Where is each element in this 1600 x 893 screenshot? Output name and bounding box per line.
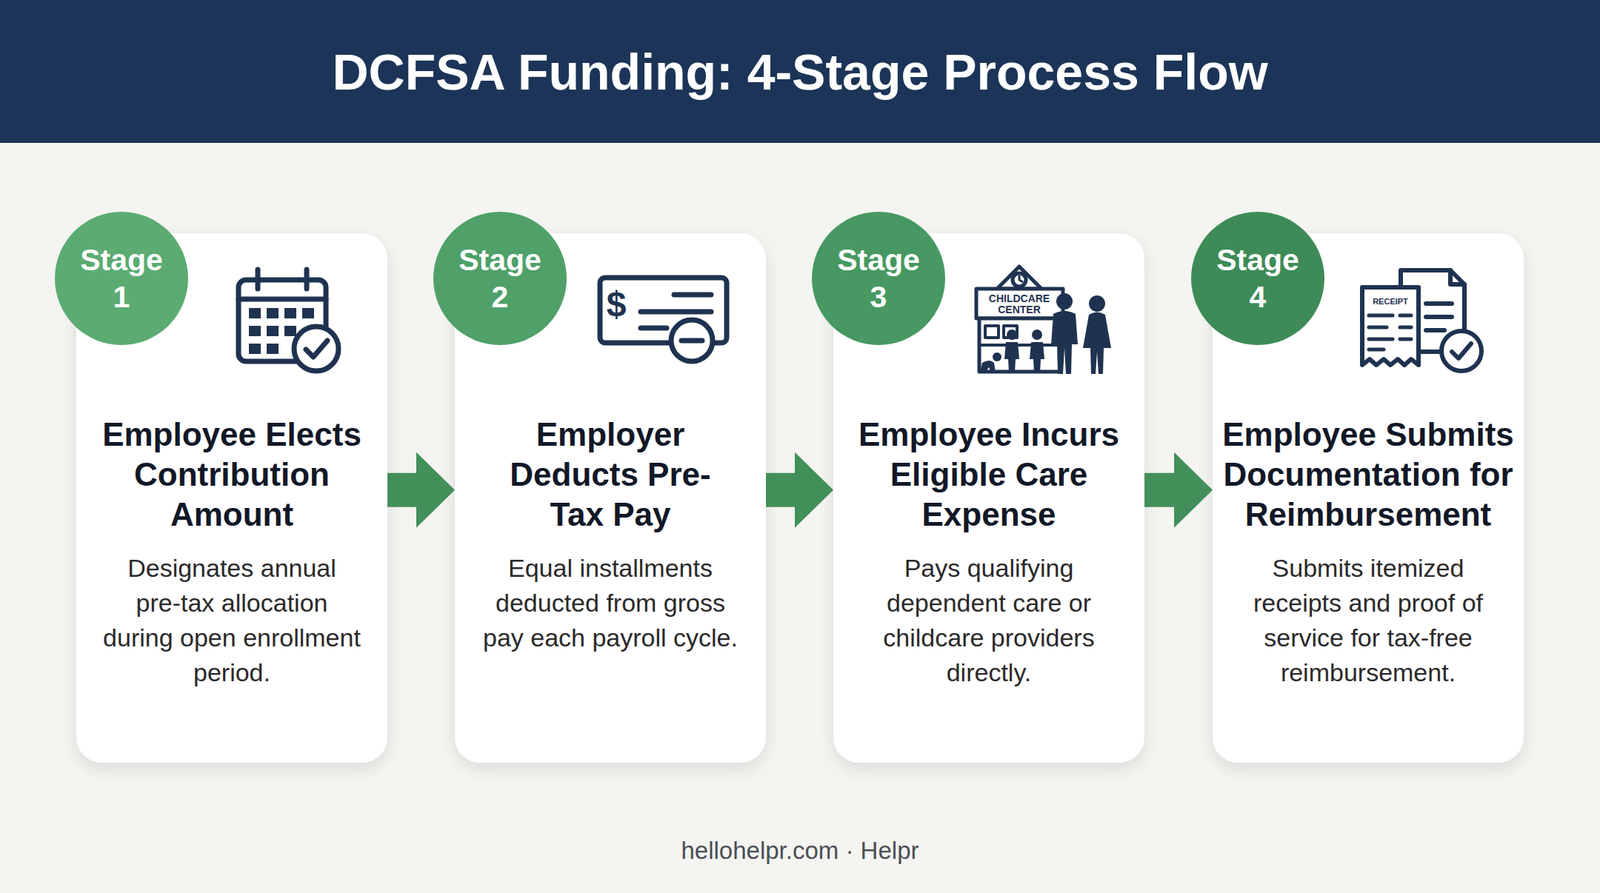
icon-text: CHILDCARE CENTER <box>982 293 1057 316</box>
receipt-icon-part <box>1451 343 1472 359</box>
stage-heading: Employer Deducts Pre-Tax Pay <box>491 414 729 535</box>
childcare-icon-part-part <box>1029 342 1045 373</box>
childcare-icon-part <box>985 325 999 338</box>
childcare-icon-part <box>980 293 1112 375</box>
stage-number: Stage 3 <box>832 241 926 316</box>
calendar-icon <box>238 269 339 372</box>
calendar-icon-part-part <box>248 343 261 355</box>
receipt-icon-part <box>1450 270 1465 285</box>
childcare-icon-part-part <box>980 360 996 373</box>
stage-circle-fill <box>54 211 189 346</box>
flow-arrow <box>765 452 834 529</box>
stage-circle-fill <box>433 211 567 346</box>
receipt-icon-part-part <box>1368 348 1384 352</box>
childcare-icon-part-part <box>1006 329 1018 340</box>
stage-circle-shape <box>1191 211 1325 346</box>
calendar-icon-part-part <box>284 325 297 337</box>
cheque-icon-part <box>640 309 712 315</box>
stage-number: Stage 4 <box>1211 241 1305 316</box>
childcare-icon-part <box>979 343 1060 347</box>
stage-circle-shape <box>811 211 946 346</box>
receipt-icon-part-part <box>1400 337 1412 342</box>
diagram-title: DCFSA Funding: 4-Stage Process Flow <box>331 42 1268 101</box>
calendar-icon-part-part <box>266 325 279 337</box>
receipt-icon-part-part <box>1368 337 1393 342</box>
childcare-icon <box>976 266 1112 375</box>
calendar-icon-part <box>304 269 310 289</box>
calendar-icon-part <box>255 269 261 289</box>
process-card: Employee Elects Contribution AmountDesig… <box>76 233 388 763</box>
receipt-icon-part-part <box>1400 325 1412 330</box>
icon-text: RECEIPT <box>1363 297 1418 306</box>
stage-heading: Employee Elects Contribution Amount <box>85 414 379 535</box>
childcare-icon-part-part <box>1082 312 1112 375</box>
stage-circle: Stage 3 <box>811 211 946 346</box>
flow-arrow <box>1144 452 1213 529</box>
childcare-icon-part <box>976 288 1063 319</box>
flow-arrow <box>387 452 455 529</box>
stage-description: Submits itemized receipts and proof of s… <box>1238 551 1498 691</box>
cheque-icon-part <box>674 292 712 298</box>
childcare-icon-part-part <box>1056 293 1073 310</box>
receipt-icon-part <box>1425 328 1445 333</box>
icon-text: $ <box>601 284 632 325</box>
calendar-icon-part-part <box>248 308 261 319</box>
calendar-icon-part-part <box>266 308 279 319</box>
header-band: DCFSA Funding: 4-Stage Process Flow <box>0 0 1600 143</box>
stage-circle-fill <box>811 211 946 346</box>
stage-description: Pays qualifying dependent care or childc… <box>859 551 1119 691</box>
stage-circle: Stage 1 <box>54 211 189 346</box>
stage-description: Equal installments deducted from gross p… <box>480 551 740 656</box>
stage-description: Designates annual pre-tax allocation dur… <box>102 551 362 691</box>
calendar-icon-part <box>294 326 339 372</box>
stage-circle: Stage 4 <box>1191 211 1325 346</box>
receipt-icon-part-part <box>1368 325 1387 330</box>
stage-heading: Employee Incurs Eligible Care Expense <box>842 414 1136 535</box>
childcare-icon-part <box>1019 275 1023 283</box>
stage-circle-shape <box>54 211 189 346</box>
childcare-icon-part-part <box>992 352 1002 362</box>
footer-credit: hellohelpr.com · Helpr <box>577 836 1023 866</box>
childcare-icon-part-part <box>1088 295 1106 312</box>
calendar-icon-part-part <box>284 308 297 319</box>
childcare-icon-part-part <box>1051 311 1078 375</box>
receipt-icon-part <box>1362 287 1419 366</box>
stage-number: Stage 2 <box>454 241 547 316</box>
cheque-icon-part <box>671 320 713 362</box>
stage-circle-fill <box>1191 211 1325 346</box>
receipt-icon <box>1362 270 1482 372</box>
receipt-icon-part <box>1425 314 1452 320</box>
receipt-icon-part <box>1368 315 1412 350</box>
childcare-icon-part <box>997 266 1042 289</box>
childcare-icon-part-part <box>1031 329 1043 340</box>
calendar-icon-part <box>238 297 326 303</box>
receipt-icon-part-part <box>1400 314 1412 318</box>
stage-circle-shape <box>433 211 567 346</box>
stage-heading: Employee Submits Documentation for Reimb… <box>1216 414 1520 535</box>
receipt-icon-part <box>1441 331 1482 372</box>
calendar-icon-part-part <box>302 308 315 319</box>
receipt-icon-part-part <box>1368 314 1393 318</box>
cheque-icon <box>600 277 727 362</box>
cheque-icon-part <box>640 325 667 332</box>
childcare-icon-part <box>1012 273 1026 287</box>
calendar-icon-part <box>305 340 328 358</box>
cheque-icon-part <box>681 338 703 344</box>
childcare-icon-part-part <box>1004 342 1020 373</box>
childcare-icon-part <box>979 318 1060 372</box>
receipt-icon-part <box>1425 301 1452 306</box>
stage-number: Stage 1 <box>75 241 169 316</box>
calendar-icon-part-part <box>266 343 279 355</box>
stage-circle: Stage 2 <box>433 211 567 346</box>
calendar-icon-part-part <box>248 325 261 337</box>
